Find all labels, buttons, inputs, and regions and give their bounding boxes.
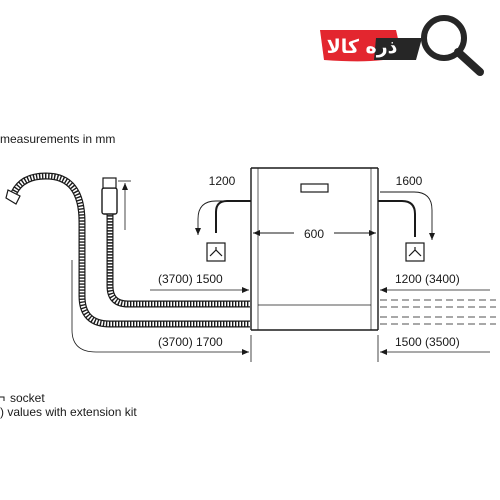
legend-socket: socket: [10, 391, 45, 405]
legend-extension-kit: ) values with extension kit: [0, 405, 137, 419]
hose-end-icon: [5, 189, 21, 205]
extension-lines: [250, 335, 379, 362]
measurements-title: measurements in mm: [0, 132, 116, 146]
left-socket-line: [195, 200, 249, 235]
left-inlet-hose-bend: [215, 200, 228, 233]
dishwasher-outline: [250, 167, 379, 331]
right-bottom-dimension: 1500 (3500): [395, 335, 460, 349]
logo-text: ذره کالا: [327, 36, 398, 58]
socket-symbol-icon: [0, 396, 5, 401]
logo-dark-shape: [374, 38, 422, 60]
left-socket-icon: [206, 242, 226, 262]
right-mid-dimension: 1200 (3400): [395, 272, 460, 286]
aquastop-valve-icon: [101, 187, 118, 215]
left-mid-dimension: (3700) 1500: [158, 272, 223, 286]
control-panel-display: [300, 183, 329, 193]
right-inlet-hose-bend: [401, 200, 416, 237]
magnifier-lens-icon: [421, 15, 467, 61]
width-dimension: 600: [304, 227, 324, 241]
magnifier-handle-icon: [454, 48, 484, 76]
right-top-dimension: 1600: [396, 174, 423, 188]
left-top-dimension: 1200: [209, 174, 236, 188]
left-bottom-dimension: (3700) 1700: [158, 335, 223, 349]
drain-hose: [10, 172, 250, 328]
left-bottom-dimension-line: [71, 260, 249, 355]
valve-cap: [102, 177, 117, 189]
right-hose-dashed-lines: [380, 299, 496, 325]
right-socket-line: [380, 191, 435, 240]
brand-logo: ذره کالا: [320, 15, 484, 76]
right-socket-icon: [405, 242, 425, 262]
